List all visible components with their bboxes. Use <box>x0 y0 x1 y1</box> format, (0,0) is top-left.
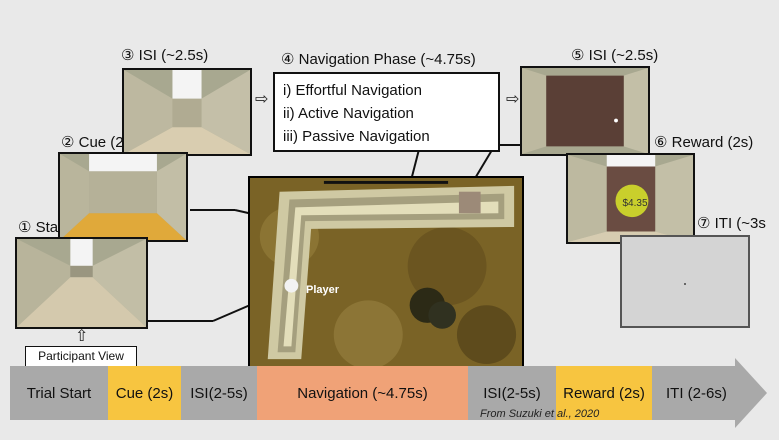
navigation-types-box: i) Effortful Navigation ii) Active Navig… <box>273 72 500 152</box>
timeline-reward: Reward (2s) <box>556 366 652 420</box>
nav-type-passive: iii) Passive Navigation <box>283 128 430 145</box>
fixation-dot <box>684 283 686 285</box>
player-label: Player <box>306 284 340 296</box>
reward-view-panel: $4.35 <box>566 153 695 244</box>
nav-type-effortful: i) Effortful Navigation <box>283 82 422 99</box>
timeline-navigation: Navigation (~4.75s) <box>257 366 468 420</box>
timeline-arrowhead <box>735 358 767 428</box>
isi2-view-panel <box>520 66 650 156</box>
timeline-isi-1: ISI(2-5s) <box>181 366 257 420</box>
isi1-view-panel <box>122 68 252 156</box>
step-reward-label: ⑥ Reward (2s) <box>654 134 754 151</box>
step-isi2-label: ⑤ ISI (~2.5s) <box>571 47 659 64</box>
iti-blank-panel <box>620 235 750 328</box>
timeline-cue: Cue (2s) <box>108 366 181 420</box>
participant-view-label: Participant View <box>25 346 137 368</box>
right-arrow-icon: ⇨ <box>255 91 269 108</box>
step-cue-label: ② Cue (2s) <box>61 134 137 151</box>
timeline-trial-start: Trial Start <box>10 366 108 420</box>
step-start-label: ① Start <box>18 219 68 236</box>
overhead-maze-map: Player <box>248 176 524 368</box>
reward-value-text: $4.35 <box>622 198 648 209</box>
timeline-isi-2: ISI(2-5s) <box>468 366 556 420</box>
step-navigation-label: ④ Navigation Phase (~4.75s) <box>281 51 476 68</box>
step-iti-label: ⑦ ITI (~3s <box>697 215 766 232</box>
timeline-iti: ITI (2-6s) <box>652 366 738 420</box>
credit-text: From Suzuki et al., 2020 <box>480 408 600 420</box>
start-view-panel <box>15 237 148 329</box>
step-isi1-label: ③ ISI (~2.5s) <box>121 47 209 64</box>
cue-view-panel <box>58 152 188 242</box>
right-arrow-icon: ⇨ <box>506 91 520 108</box>
up-arrow-icon: ⇧ <box>75 328 89 345</box>
nav-type-active: ii) Active Navigation <box>283 105 414 122</box>
